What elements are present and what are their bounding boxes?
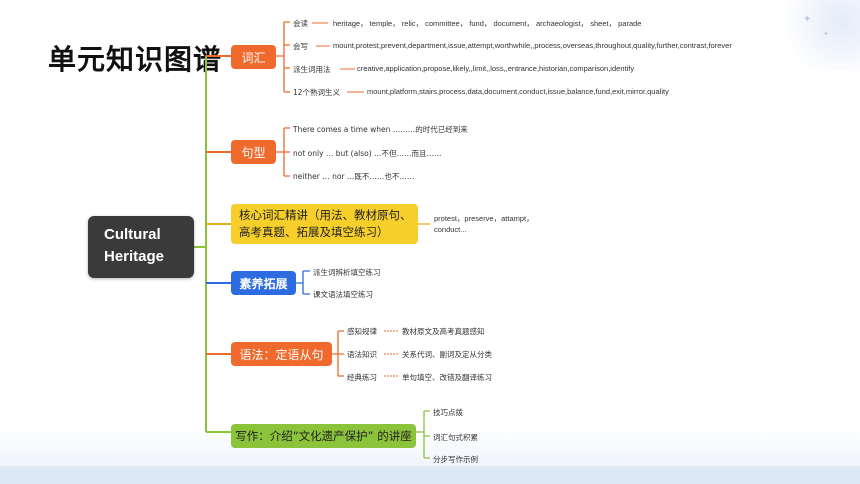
sentence-item: not only … but (also) …不但……而且…… [293, 149, 442, 158]
vocab-node: 词汇 [231, 45, 276, 69]
grammar-text: 关系代词、副词及定从分类 [402, 350, 492, 359]
grammar-node: 语法：定语从句 [231, 342, 332, 366]
vocab-text: mount,platform,stairs,process,data,docum… [367, 87, 669, 96]
corner-decoration [770, 0, 860, 70]
writing-item: 技巧点拨 [433, 408, 463, 417]
bottom-band [0, 466, 860, 484]
vocab-text: heritage， temple， relic， committee， fund… [333, 19, 642, 28]
vocab-text: mount,protest,prevent,department,issue,a… [333, 41, 732, 50]
vocab-text: creative,application,propose,likely,,lim… [357, 64, 635, 73]
root-label-line1: Cultural [104, 226, 161, 243]
literacy-item: 派生词辨析填空练习 [313, 268, 381, 277]
grammar-tag: 感知规律 [347, 327, 377, 336]
sentence-item: There comes a time when ………的时代已经到来 [293, 125, 468, 134]
grammar-text: 单句填空、改错及翻译练习 [402, 373, 492, 382]
writing-item: 分步写作示例 [433, 455, 478, 464]
vocab-tag: 12个熟词生义 [293, 88, 341, 97]
page-title: 单元知识图谱 [48, 43, 223, 76]
root-label-line2: Heritage [104, 248, 165, 265]
sentence-item: neither … nor …既不……也不…… [293, 172, 415, 181]
writing-item: 词汇句式积累 [433, 433, 478, 442]
vocab-tag: 会写 [293, 42, 308, 51]
sparkle-icon: ✦ [803, 14, 812, 25]
grammar-tag: 语法知识 [347, 350, 377, 359]
writing-node: 写作：介绍“文化遗产保护” 的讲座 [231, 424, 416, 448]
core-vocab-line2: 高考真题、拓展及填空练习） [239, 225, 389, 239]
grammar-tag: 经典练习 [347, 373, 377, 382]
literacy-item: 课文语法填空练习 [313, 290, 373, 299]
core-vocab-node: 核心词汇精讲（用法、教材原句、 高考真题、拓展及填空练习） [231, 204, 418, 244]
vocab-tag: 会读 [293, 19, 308, 28]
root-node: Cultural Heritage [88, 216, 194, 278]
core-detail: protest，preserve，attampt， [434, 214, 534, 223]
grammar-text: 教材原文及高考真题感知 [402, 327, 485, 336]
sparkle-icon: ✦ [823, 30, 829, 38]
vocab-tag: 派生词用法 [293, 65, 331, 74]
sentence-node: 句型 [231, 140, 276, 164]
core-vocab-line1: 核心词汇精讲（用法、教材原句、 [239, 208, 412, 222]
literacy-node: 素养拓展 [231, 271, 296, 295]
core-detail: conduct... [434, 225, 467, 234]
